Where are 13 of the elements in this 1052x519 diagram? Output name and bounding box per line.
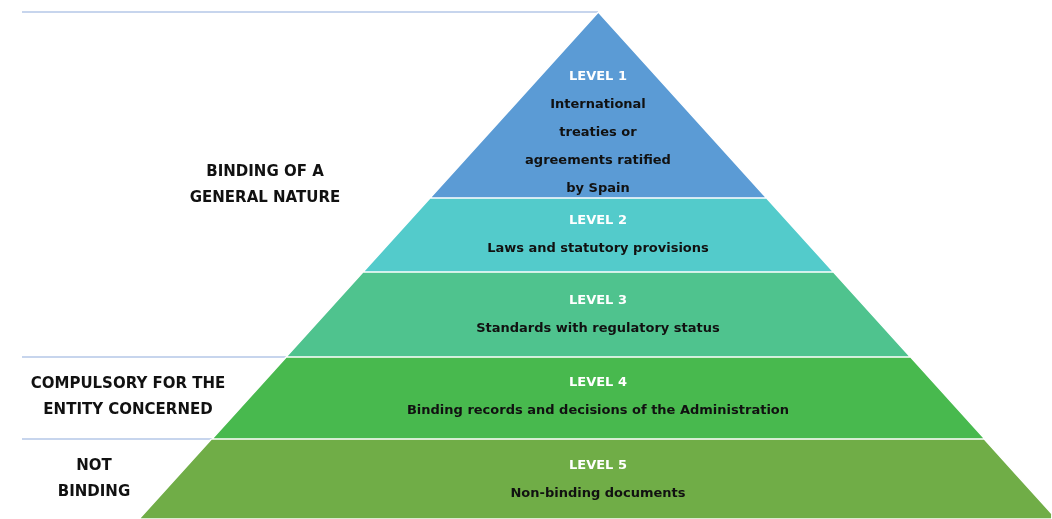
level-description: Binding records and decisions of the Administration bbox=[405, 401, 791, 419]
level-description: Non-binding documents bbox=[509, 484, 687, 502]
level-description: Standards with regulatory status bbox=[475, 319, 721, 337]
level-heading: LEVEL 4 bbox=[568, 373, 628, 391]
category-label: BINDING OF A GENERAL NATURE bbox=[188, 161, 342, 208]
category-label: NOT BINDING bbox=[56, 455, 132, 502]
level-description: Laws and statutory provisions bbox=[486, 239, 710, 257]
category-label: COMPULSORY FOR THE ENTITY CONCERNED bbox=[29, 373, 227, 420]
level-heading: LEVEL 1 bbox=[568, 67, 628, 85]
level-heading: LEVEL 3 bbox=[568, 291, 628, 309]
level-heading: LEVEL 2 bbox=[568, 211, 628, 229]
level-heading: LEVEL 5 bbox=[568, 456, 628, 474]
level-description: International treaties or agreements ratified by Spain bbox=[524, 95, 672, 197]
